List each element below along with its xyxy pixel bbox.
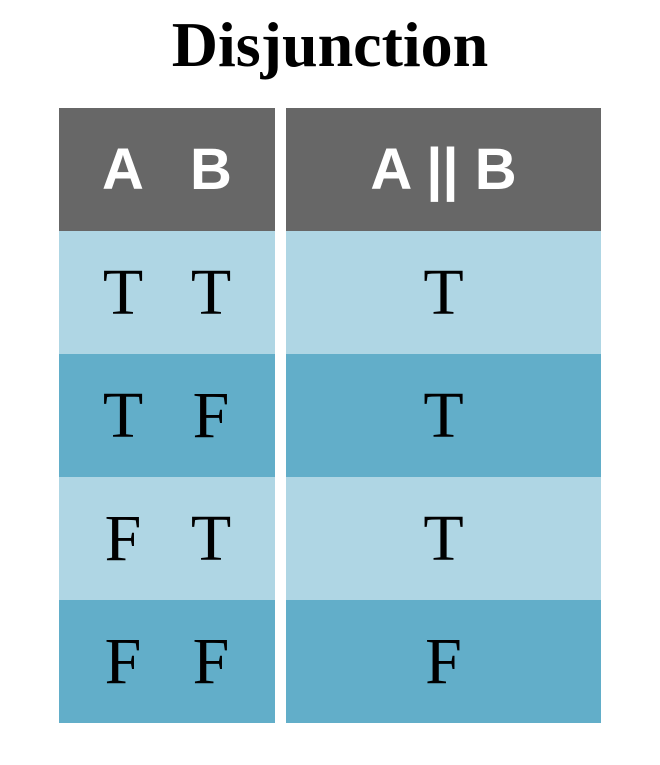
row-1-b: T xyxy=(190,255,232,329)
row-4-b: F xyxy=(192,624,230,698)
result-header-cell: A || B xyxy=(286,108,601,231)
row-2-result: T xyxy=(286,354,601,477)
row-2-b: F xyxy=(192,378,230,452)
table-row: F F xyxy=(59,600,275,723)
header-a: A xyxy=(102,137,144,202)
row-4-a: F xyxy=(104,624,142,698)
table-row: F T xyxy=(59,477,275,600)
row-1-result: T xyxy=(286,231,601,354)
header-b: B xyxy=(190,137,232,202)
row-4-result: F xyxy=(286,600,601,723)
row-3-result: T xyxy=(286,477,601,600)
result-column-panel: A || B T T T F xyxy=(286,108,601,723)
table-row: T T xyxy=(59,231,275,354)
row-2-a: T xyxy=(102,378,144,452)
table-title: Disjunction xyxy=(171,9,489,80)
row-1-a: T xyxy=(102,255,144,329)
row-3-b: T xyxy=(190,501,232,575)
table-row: T F xyxy=(59,354,275,477)
inputs-column-panel: A B T T T F F T F F xyxy=(59,108,275,723)
row-3-a: F xyxy=(104,501,142,575)
inputs-header-cell: A B xyxy=(59,108,275,231)
